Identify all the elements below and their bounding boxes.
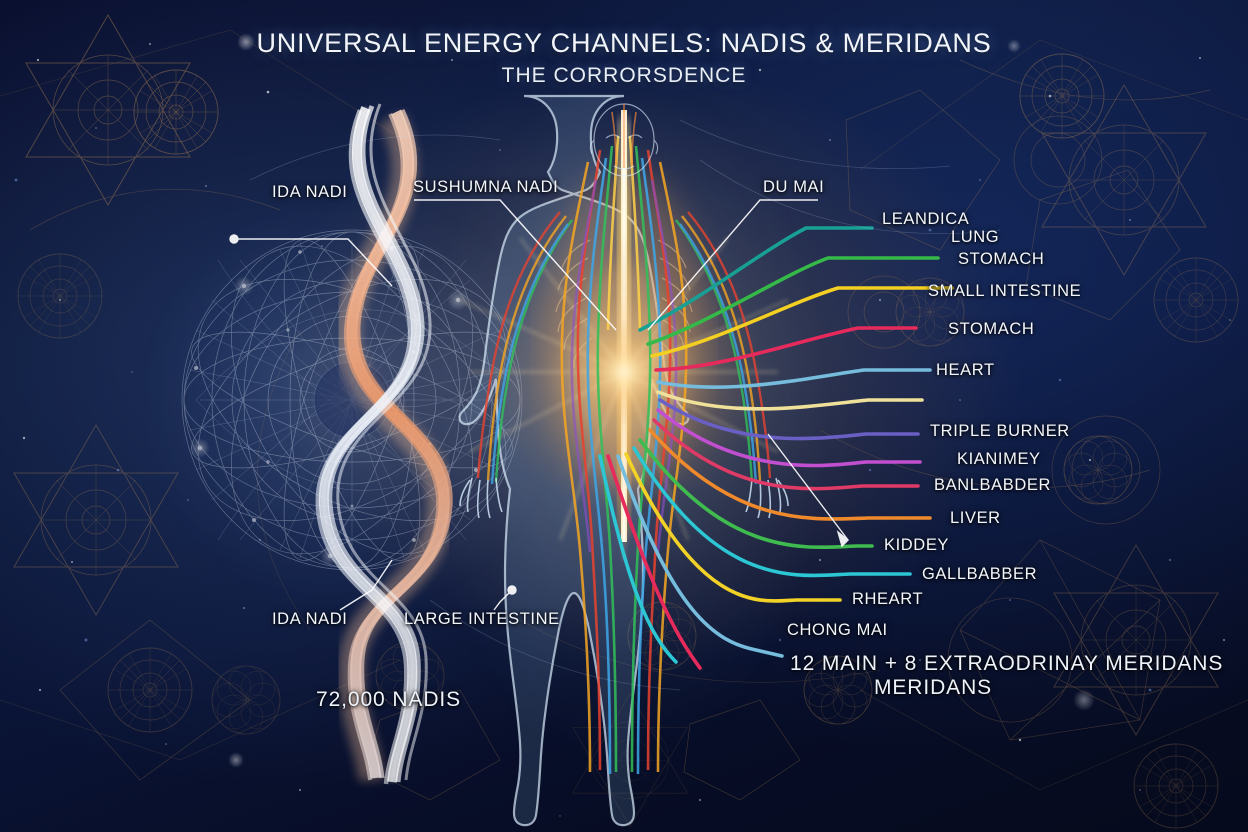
leader-line-chong-mai [616,454,784,658]
page-subtitle: THE CORRORSDENCE [501,64,747,87]
label-ida-nadi-upper: IDA NADI [272,183,348,201]
label-du-mai: DU MAI [763,178,825,196]
label-small-intestine: SMALL INTESTINE [928,282,1082,300]
leader-ida-nadi-upper [234,238,393,287]
leader-sushumna [414,199,617,331]
sacred-geometry-layer [0,14,1248,829]
annotation-leaders [229,199,850,611]
leader-line-heart [656,390,924,411]
starfield [14,33,1231,817]
label-gallbabber: GALLBABBER [922,565,1038,583]
leader-line-kianimey [656,408,922,468]
label-chong-mai: CHONG MAI [787,621,888,639]
leader-line-kiddey [638,438,874,550]
meridian-leader-lines [598,226,954,670]
leader-line-triple-burner [658,398,920,441]
leader-line-small-intestine-lower [606,454,702,670]
label-large-intestine: LARGE INTESTINE [404,610,560,628]
leader-large-intestine [493,591,511,611]
label-kianimey: KIANIMEY [957,450,1041,468]
leader-line-banlbabder [652,418,920,491]
hands [459,477,789,519]
leader-line-rheart [624,452,842,603]
label-rheart: RHEART [852,590,924,608]
leader-line-lung [646,256,940,346]
leader-ida-nadi-lower [339,559,393,611]
label-heart: HEART [936,361,995,379]
stat-meridians-count: 12 MAIN + 8 EXTRAODRINAY MERIDANS [790,652,1224,675]
stat-meridians-word: MERIDANS [874,676,993,699]
leader-line-stomach-leg [598,454,678,664]
label-liver: LIVER [950,509,1001,527]
page-title: UNIVERSAL ENERGY CHANNELS: NADIS & MERID… [256,28,992,58]
label-ida-nadi-lower: IDA NADI [272,610,348,628]
label-kiddey: KIDDEY [884,536,950,554]
leader-line-liver [648,428,932,521]
leader-line-leandica [638,226,874,332]
leader-line-gallbabber [632,446,912,578]
label-triple-burner: TRIPLE BURNER [930,422,1070,440]
leader-du-mai [647,199,818,331]
leader-kiddey-arrow [767,433,849,541]
label-lung: LUNG [951,228,1000,246]
label-stomach-lower: STOMACH [948,320,1035,338]
human-body-figure [414,70,834,827]
label-leandica: LEANDICA [882,210,970,228]
leader-line-small-intestine [654,326,918,372]
light-trails [249,119,1001,691]
leader-line-stomach-upper [650,286,954,358]
label-stomach-upper: STOMACH [958,250,1045,268]
leader-line-stomach-lower [656,368,932,389]
stat-nadis-count: 72,000 NADIS [316,688,462,711]
label-sushumna-nadi: SUSHUMNA NADI [413,178,559,196]
label-banlbabder: BANLBABDER [934,476,1051,494]
